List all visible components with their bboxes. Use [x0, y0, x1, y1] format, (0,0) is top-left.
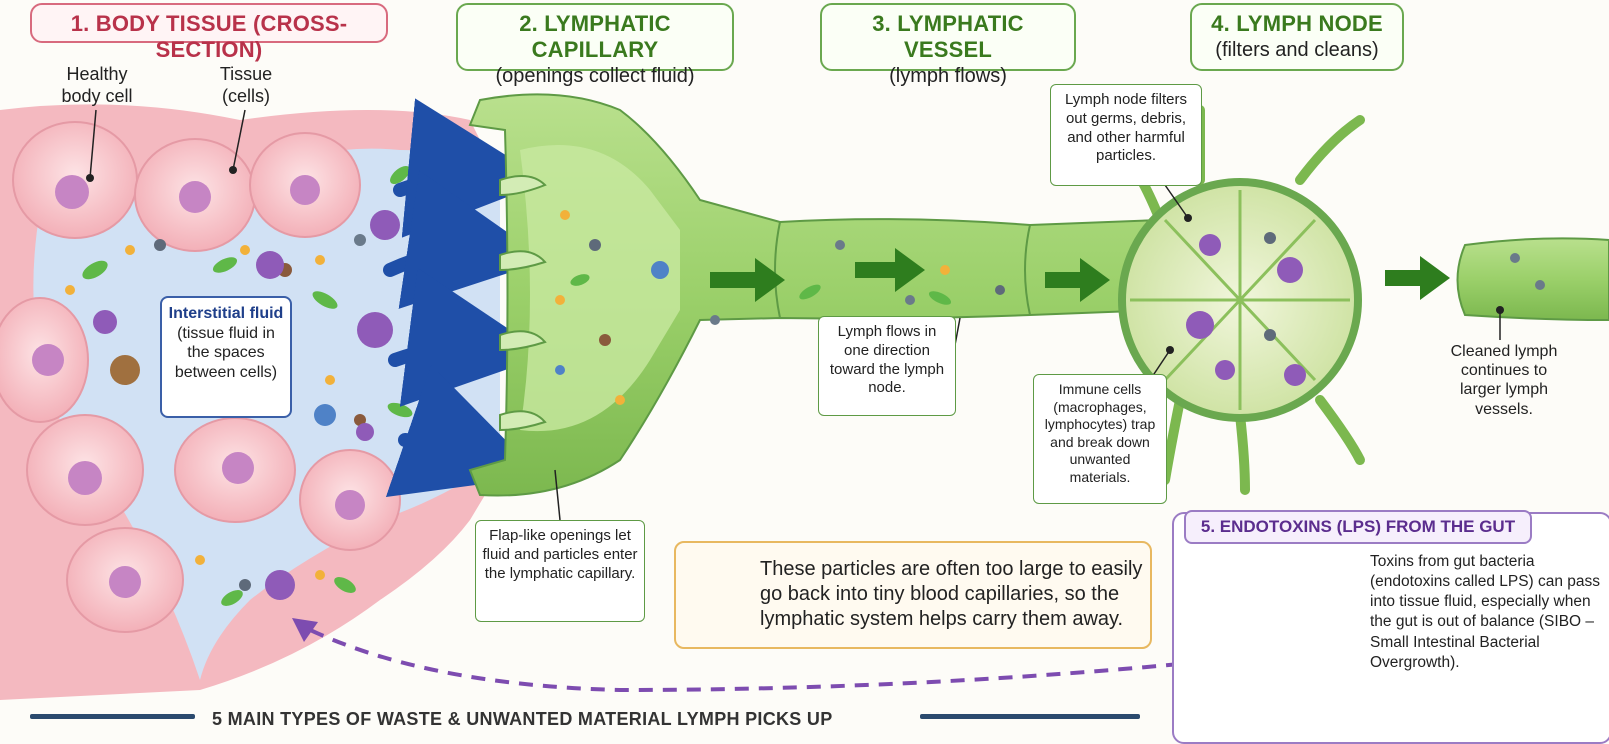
header-lymph-node-sub: (filters and cleans)	[1200, 39, 1394, 62]
node-filters-label: Lymph node filters out germs, debris, an…	[1050, 84, 1202, 186]
interstitial-fluid-title: Interstitial fluid	[166, 304, 286, 324]
bottom-section-title: 5 MAIN TYPES OF WASTE & UNWANTED MATERIA…	[212, 709, 912, 730]
header-lymph-node: 4. LYMPH NODE (filters and cleans)	[1190, 3, 1404, 71]
header-lymphatic-vessel: 3. LYMPHATIC VESSEL (lymph flows)	[820, 3, 1076, 71]
tip-text: These particles are often too large to e…	[760, 557, 1148, 633]
endotoxins-title: 5. ENDOTOXINS (LPS) FROM THE GUT	[1184, 510, 1532, 544]
interstitial-fluid-desc: (tissue fluid in the spaces between cell…	[175, 325, 277, 381]
header-lymphatic-capillary-sub: (openings collect fluid)	[466, 65, 724, 88]
header-body-tissue: 1. BODY TISSUE (CROSS-SECTION)	[30, 3, 388, 43]
cleaned-lymph-label: Cleaned lymph continues to larger lymph …	[1448, 342, 1560, 419]
bottom-bar-right	[920, 714, 1140, 719]
outflow-vessel	[1458, 238, 1609, 320]
endotoxins-text: Toxins from gut bacteria (endotoxins cal…	[1370, 552, 1605, 673]
interstitial-fluid-label: Interstitial fluid (tissue fluid in the …	[160, 296, 292, 418]
flap-openings-label: Flap-like openings let fluid and particl…	[475, 520, 645, 622]
header-lymphatic-vessel-sub: (lymph flows)	[830, 65, 1066, 88]
bottom-bar-left	[30, 714, 195, 719]
tip-box: These particles are often too large to e…	[674, 541, 1152, 649]
immune-cells-label: Immune cells (macrophages, lymphocytes) …	[1033, 374, 1167, 504]
lymph-flows-label: Lymph flows in one direction toward the …	[818, 316, 956, 416]
header-lymph-node-title: 4. LYMPH NODE	[1200, 11, 1394, 37]
header-body-tissue-title: 1. BODY TISSUE (CROSS-SECTION)	[40, 11, 378, 63]
header-lymphatic-capillary-title: 2. LYMPHATIC CAPILLARY	[466, 11, 724, 63]
header-lymphatic-capillary: 2. LYMPHATIC CAPILLARY (openings collect…	[456, 3, 734, 71]
label-tissue-cells: Tissue (cells)	[206, 64, 286, 107]
header-lymphatic-vessel-title: 3. LYMPHATIC VESSEL	[830, 11, 1066, 63]
label-healthy-cell: Healthy body cell	[52, 64, 142, 107]
